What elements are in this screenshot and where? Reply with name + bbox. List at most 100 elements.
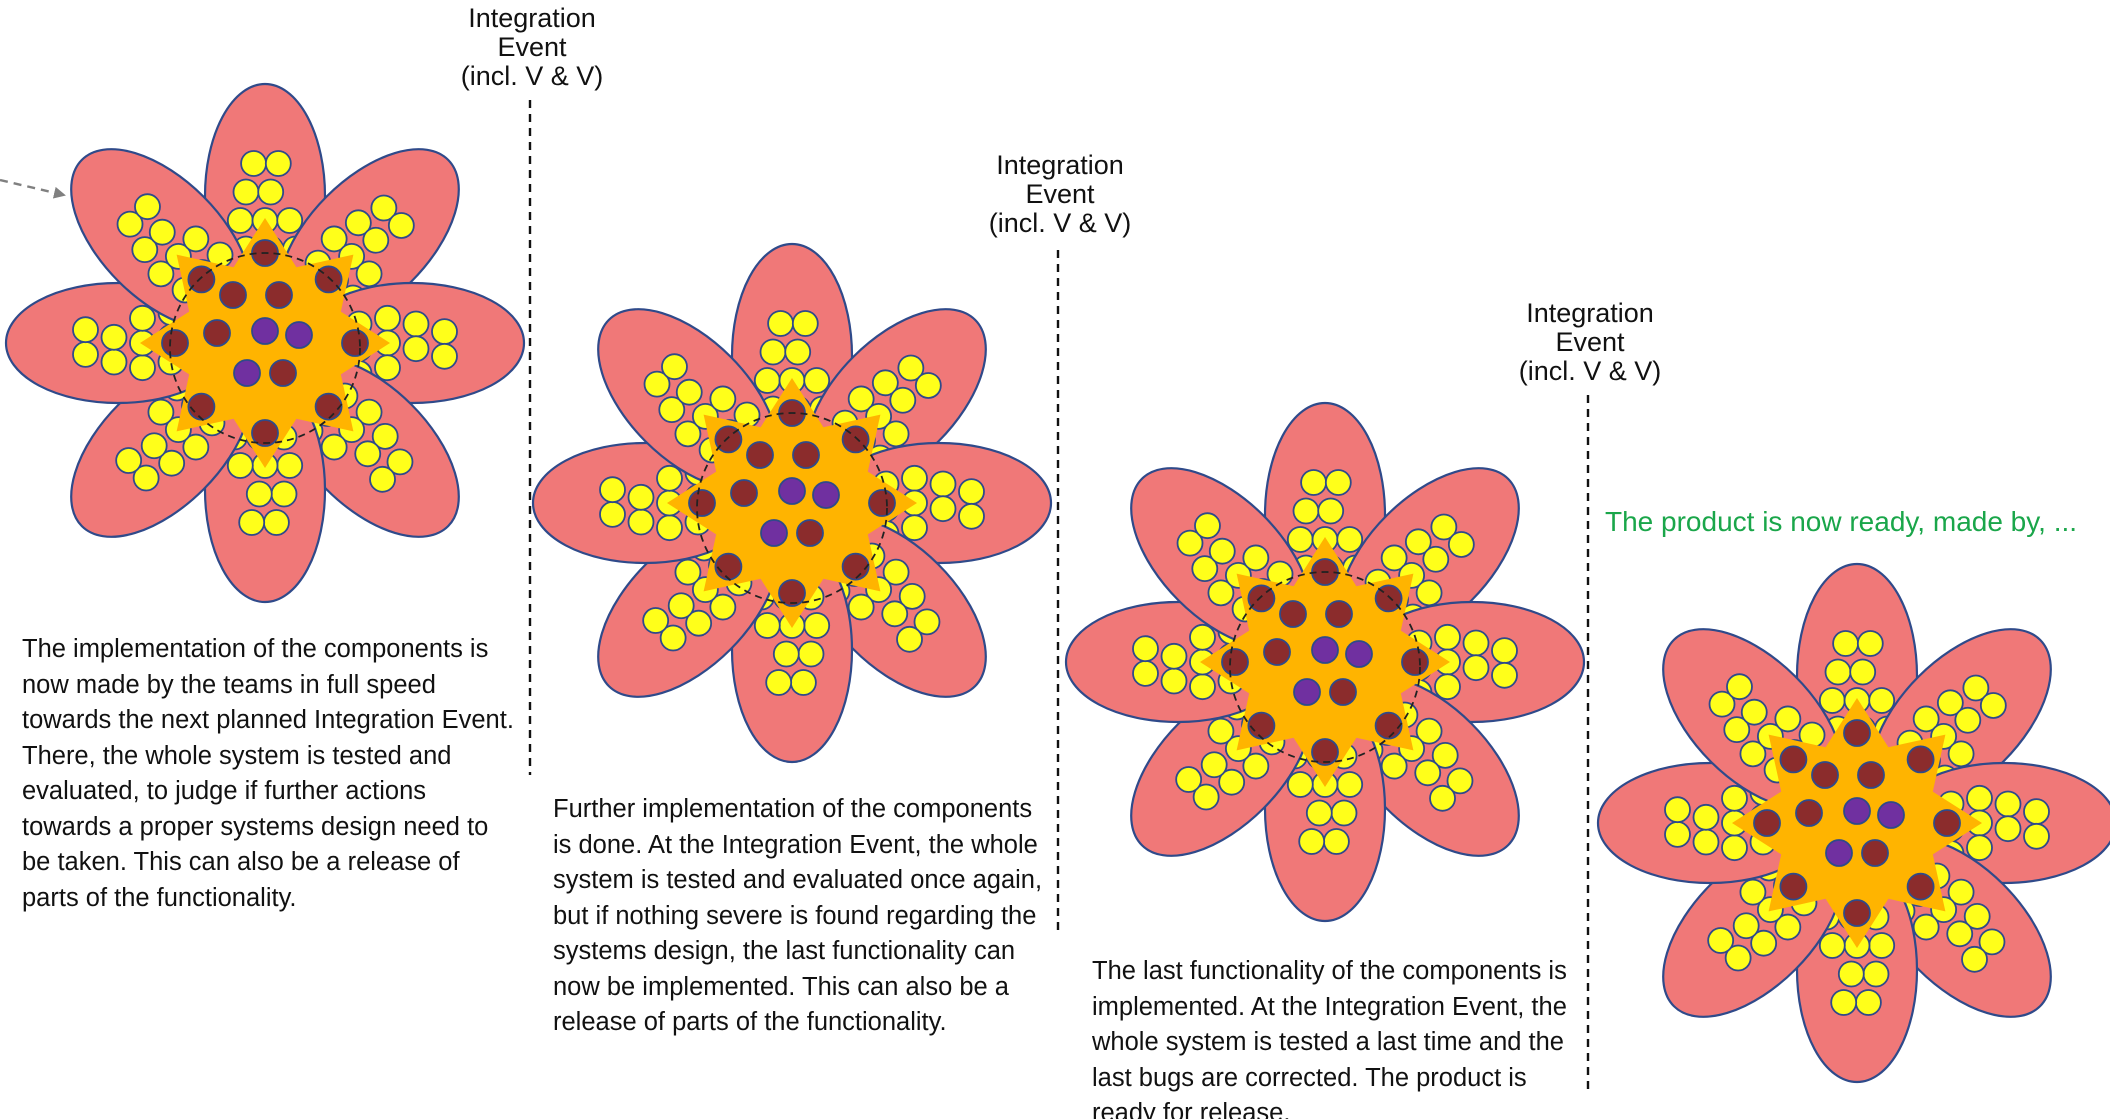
component-circle (432, 344, 457, 369)
subsystem-circle (342, 330, 368, 356)
component-circle (375, 306, 400, 331)
component-circle (2024, 824, 2049, 849)
component-circle (73, 317, 98, 342)
system-circle (1294, 679, 1320, 705)
component-circle (1492, 638, 1517, 663)
component-circle (375, 355, 400, 380)
subsystem-circle (869, 490, 895, 516)
component-circle (1435, 625, 1460, 650)
component-circle (791, 670, 816, 695)
component-circle (768, 311, 793, 336)
integration-event-title: Integration (1500, 299, 1680, 328)
flower-stage-1 (6, 84, 524, 602)
component-circle (2024, 799, 2049, 824)
component-circle (1162, 669, 1187, 694)
component-circle (766, 670, 791, 695)
component-circle (785, 340, 810, 365)
component-circle (228, 208, 253, 233)
component-circle (1133, 661, 1158, 686)
integration-event-title: Integration (970, 151, 1150, 180)
system-circle (813, 482, 839, 508)
component-circle (1826, 660, 1851, 685)
integration-event-title: Integration (442, 4, 622, 33)
product-ready-text: The product is now ready, made by, ... (1605, 506, 2077, 538)
subsystem-circle (316, 394, 342, 420)
integration-event-subtitle: (incl. V & V) (1500, 357, 1680, 386)
integration-event-label-3: Integration Event (incl. V & V) (1500, 299, 1680, 386)
subsystem-circle (797, 520, 823, 546)
component-circle (102, 325, 127, 350)
component-circle (1820, 933, 1845, 958)
subsystem-circle (731, 480, 757, 506)
component-circle (1858, 631, 1883, 656)
component-circle (1820, 688, 1845, 713)
integration-event-label-1: Integration Event (incl. V & V) (442, 4, 622, 91)
subsystem-circle (220, 282, 246, 308)
component-circle (102, 350, 127, 375)
component-circle (228, 453, 253, 478)
subsystem-circle (270, 360, 296, 386)
subsystem-circle (1248, 713, 1274, 739)
subsystem-circle (204, 320, 230, 346)
system-circle (779, 478, 805, 504)
subsystem-circle (747, 442, 773, 468)
flower-stage-3 (1066, 403, 1584, 921)
component-circle (1869, 688, 1894, 713)
component-circle (432, 319, 457, 344)
subsystem-circle (1330, 679, 1356, 705)
integration-event-subtitle: (incl. V & V) (442, 62, 622, 91)
subsystem-circle (1908, 874, 1934, 900)
component-circle (657, 466, 682, 491)
system-circle (1312, 637, 1338, 663)
system-circle (1826, 840, 1852, 866)
caption-stage-1: The implementation of the components is … (22, 632, 522, 916)
component-circle (1722, 786, 1747, 811)
component-circle (1833, 631, 1858, 656)
component-circle (1850, 660, 1875, 685)
component-circle (277, 208, 302, 233)
component-circle (1318, 499, 1343, 524)
subsystem-circle (1934, 810, 1960, 836)
system-circle (234, 360, 260, 386)
component-circle (1464, 631, 1489, 656)
component-circle (234, 180, 259, 205)
component-circle (629, 510, 654, 535)
component-circle (799, 642, 824, 667)
component-circle (755, 368, 780, 393)
component-circle (1492, 663, 1517, 688)
component-circle (1332, 801, 1357, 826)
component-circle (130, 355, 155, 380)
component-circle (1307, 801, 1332, 826)
component-circle (1435, 674, 1460, 699)
component-circle (1831, 990, 1856, 1015)
subsystem-circle (715, 554, 741, 580)
component-circle (755, 613, 780, 638)
component-circle (1839, 962, 1864, 987)
system-circle (1844, 798, 1870, 824)
component-circle (1299, 829, 1324, 854)
subsystem-circle (1812, 762, 1838, 788)
component-circle (657, 515, 682, 540)
component-circle (1133, 636, 1158, 661)
system-circle (252, 318, 278, 344)
integration-event-label-2: Integration Event (incl. V & V) (970, 151, 1150, 238)
component-circle (761, 340, 786, 365)
component-circle (1324, 829, 1349, 854)
component-circle (1856, 990, 1881, 1015)
component-circle (1190, 625, 1215, 650)
component-circle (1337, 527, 1362, 552)
component-circle (1967, 835, 1992, 860)
subsystem-circle (188, 394, 214, 420)
component-circle (247, 482, 272, 507)
subsystem-circle (843, 554, 869, 580)
flower-stage-2 (533, 244, 1051, 762)
subsystem-circle (1402, 649, 1428, 675)
subsystem-circle (1780, 874, 1806, 900)
component-circle (1665, 822, 1690, 847)
subsystem-circle (793, 442, 819, 468)
component-circle (272, 482, 297, 507)
subsystem-circle (1376, 713, 1402, 739)
subsystem-circle (1844, 900, 1870, 926)
incoming-arrow (0, 180, 64, 195)
